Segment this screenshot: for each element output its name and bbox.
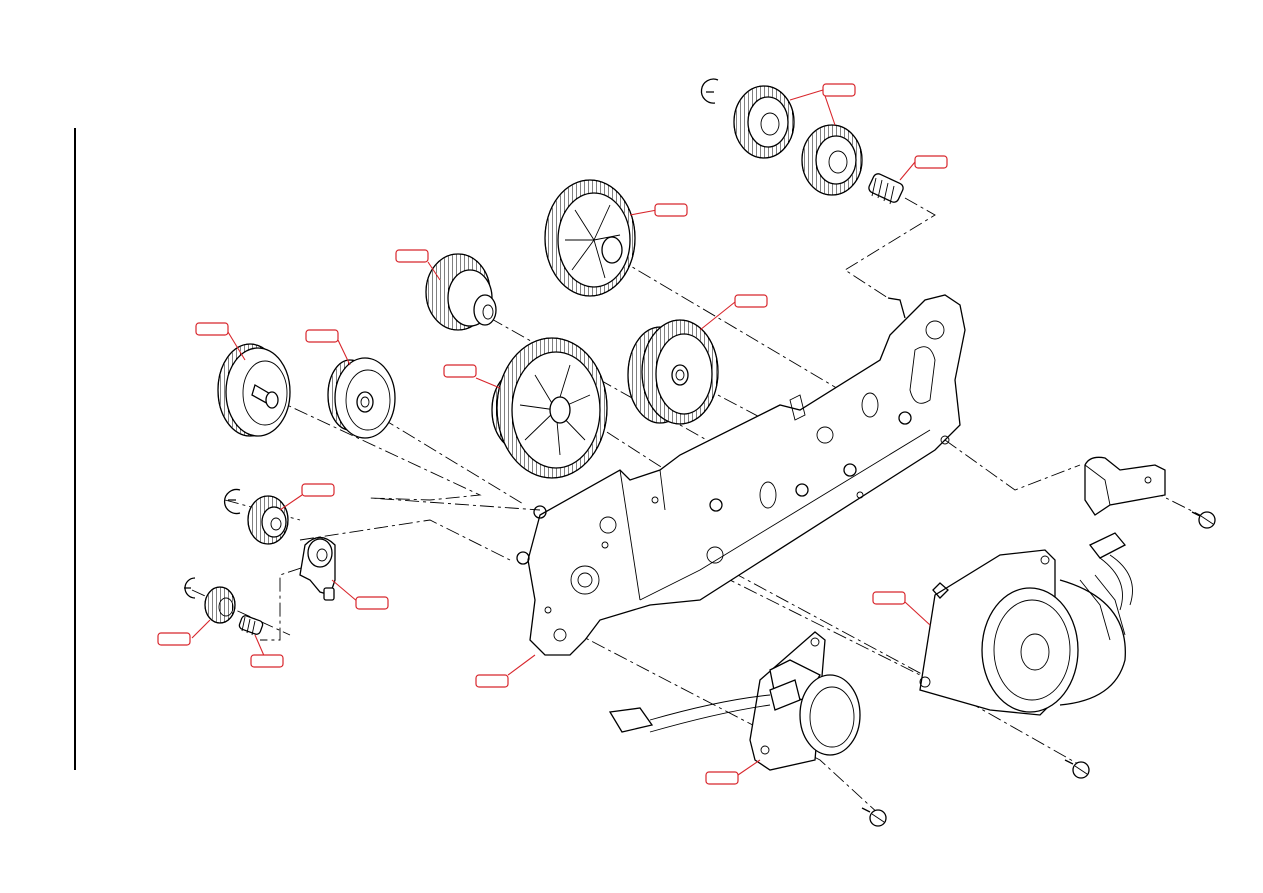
- gear-left: [217, 343, 291, 437]
- callout-spring-bottom: [250, 654, 284, 668]
- small-stepper-motor: [608, 631, 861, 771]
- screw-motor-small: [861, 807, 887, 827]
- large-stepper-motor: [919, 532, 1133, 716]
- callout-top-gears: [822, 83, 856, 97]
- callout-spring-top: [914, 155, 948, 169]
- callout-leaders: [191, 89, 931, 776]
- callout-gear-middle-right: [734, 294, 768, 308]
- callout-gear-left-second: [305, 329, 339, 343]
- callout-gear-left: [195, 322, 229, 336]
- top-gear-group: [700, 78, 904, 205]
- callout-frame: [475, 674, 509, 688]
- callout-pulley: [395, 249, 429, 263]
- chassis-frame: [516, 294, 966, 656]
- lever-arm: [299, 536, 336, 601]
- large-gear-middle: [491, 337, 608, 479]
- callout-motor-large: [872, 591, 906, 605]
- screw-motor-large: [1064, 759, 1090, 779]
- gear-middle-right: [627, 319, 719, 425]
- sensor-bracket: [1084, 456, 1166, 516]
- callout-motor-small: [705, 771, 739, 785]
- small-gear-left: [223, 488, 289, 545]
- pulley-gear: [425, 253, 497, 331]
- callout-large-gear-top: [654, 203, 688, 217]
- callout-small-gear-bottom: [157, 632, 191, 646]
- screw-right: [1191, 511, 1216, 529]
- callout-boxes: [157, 83, 948, 785]
- callout-small-gear-left: [301, 483, 335, 497]
- small-gear-bottom: [184, 577, 264, 636]
- callout-lever: [355, 596, 389, 610]
- gear-left-second: [327, 357, 396, 439]
- callout-large-gear-middle: [443, 364, 477, 378]
- large-gear-top: [544, 179, 636, 297]
